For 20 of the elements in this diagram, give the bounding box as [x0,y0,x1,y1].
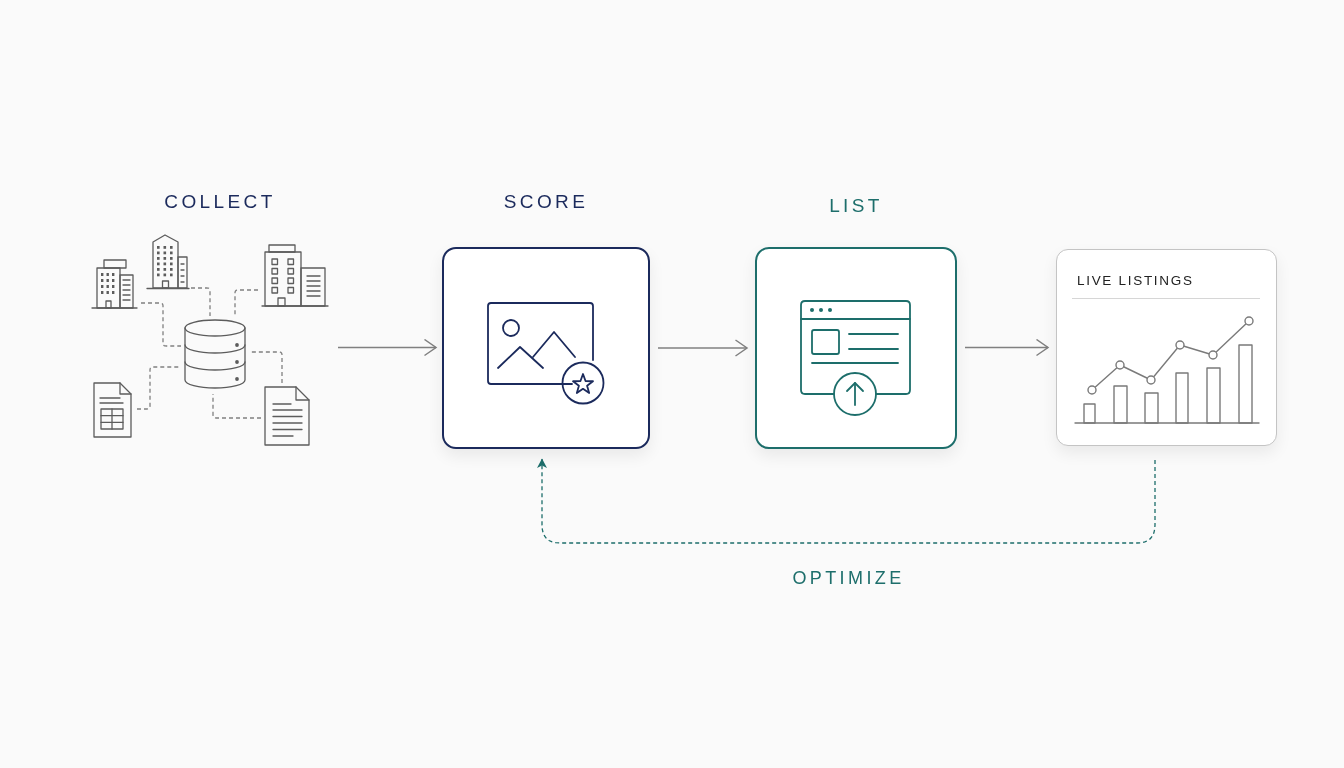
document-icon [263,385,311,447]
connector-line [249,351,283,384]
step-heading: SCORE [503,191,589,213]
dashboard-card [1056,249,1277,446]
spreadsheet-icon [92,382,133,438]
arrow [337,338,437,357]
building-icon [146,234,190,290]
step-heading: COLLECT [164,191,276,213]
arrow [537,458,1156,544]
building-icon [261,243,330,308]
database-icon [183,318,247,392]
card-title: LIVE LISTINGS [1077,273,1194,289]
connector-line [190,287,211,317]
arrow [964,338,1049,357]
step-heading: LIST [829,195,883,217]
arrow [657,339,748,357]
building-icon [91,258,138,310]
connector-line [234,289,259,317]
connector-line [212,393,262,419]
connector-line [140,302,182,347]
